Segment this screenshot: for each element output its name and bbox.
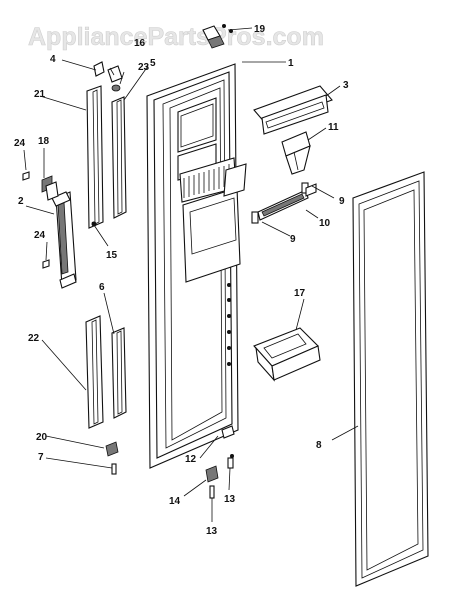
trim-strip-upper: [86, 85, 104, 229]
callout-4: 4: [50, 54, 56, 65]
callout-2: 2: [18, 196, 24, 207]
callout-6: 6: [99, 282, 105, 293]
callout-10: 10: [319, 218, 331, 229]
callout-21: 21: [34, 89, 46, 100]
callout-22: 22: [28, 333, 40, 344]
door-bin: [253, 85, 333, 135]
callout-15: 15: [106, 250, 118, 261]
callout-12: 12: [185, 454, 197, 465]
callout-9-upper: 9: [339, 196, 345, 207]
callout-24-lower: 24: [34, 230, 46, 241]
dispenser-housing: [179, 157, 247, 283]
lower-bin: [253, 327, 321, 382]
bottom-hinge: [205, 425, 235, 499]
handle-block: [41, 175, 59, 201]
callout-20: 20: [36, 432, 48, 443]
dispenser-trim: [251, 182, 317, 224]
callout-labels: 1 2 3 4 5 6 7 8 9 9 10 11 12 13 13 14 15…: [14, 24, 349, 537]
callout-7: 7: [38, 452, 44, 463]
door-mount-holes: [227, 283, 231, 366]
callout-9-lower: 9: [290, 234, 296, 245]
trim-cap-upper: [111, 96, 127, 219]
lower-hinge-pieces: [105, 441, 119, 475]
screws: [22, 171, 97, 269]
callout-13-lower: 13: [206, 526, 218, 537]
door-handle: [51, 191, 77, 289]
callout-14: 14: [169, 496, 181, 507]
callout-13-upper: 13: [224, 494, 236, 505]
callout-18: 18: [38, 136, 50, 147]
leader-lines: [23, 27, 359, 522]
callout-19: 19: [254, 24, 266, 35]
trim-cap-lower: [111, 327, 127, 419]
callout-24-upper: 24: [14, 138, 26, 149]
callout-17: 17: [294, 288, 306, 299]
callout-5: 5: [150, 58, 156, 69]
callout-11: 11: [328, 122, 339, 133]
watermark-text: AppliancePartsPros.com: [28, 23, 324, 51]
door-liner: [352, 171, 429, 587]
callout-16: 16: [134, 38, 146, 49]
callout-3: 3: [343, 80, 349, 91]
callout-1: 1: [288, 58, 294, 69]
callout-8: 8: [316, 440, 322, 451]
trim-strip-lower: [85, 315, 104, 429]
top-hinge: [202, 24, 233, 49]
dispenser-cup: [281, 131, 311, 175]
callout-23: 23: [138, 62, 150, 73]
